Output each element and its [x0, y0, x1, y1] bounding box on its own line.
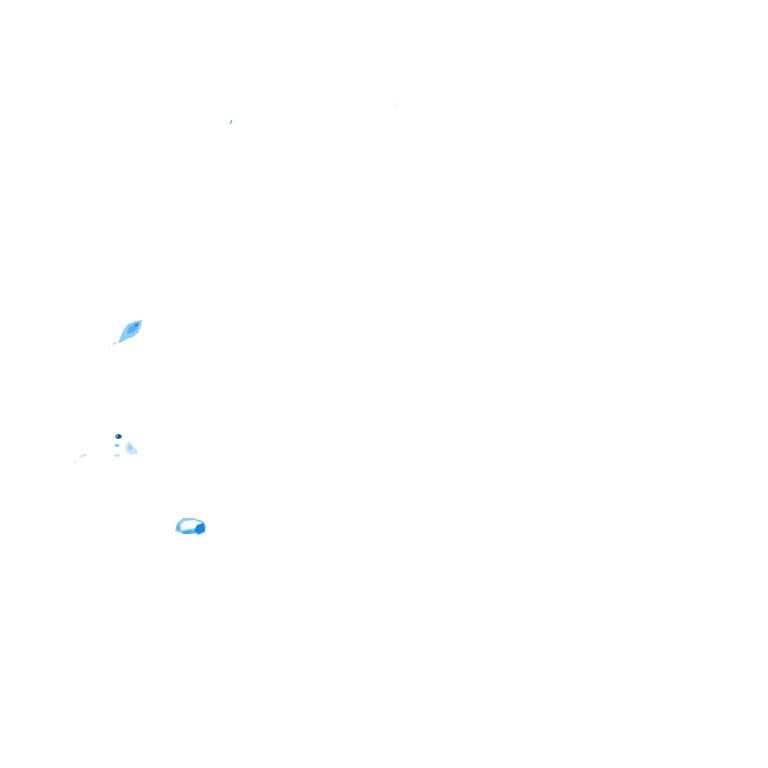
echo-speck-north: [229, 119, 233, 125]
echo-cell-south: [175, 518, 206, 535]
echo-cluster-south-west: [73, 434, 137, 463]
echo-cell-west: [108, 320, 142, 348]
echo-speck-north-east: [396, 103, 398, 105]
